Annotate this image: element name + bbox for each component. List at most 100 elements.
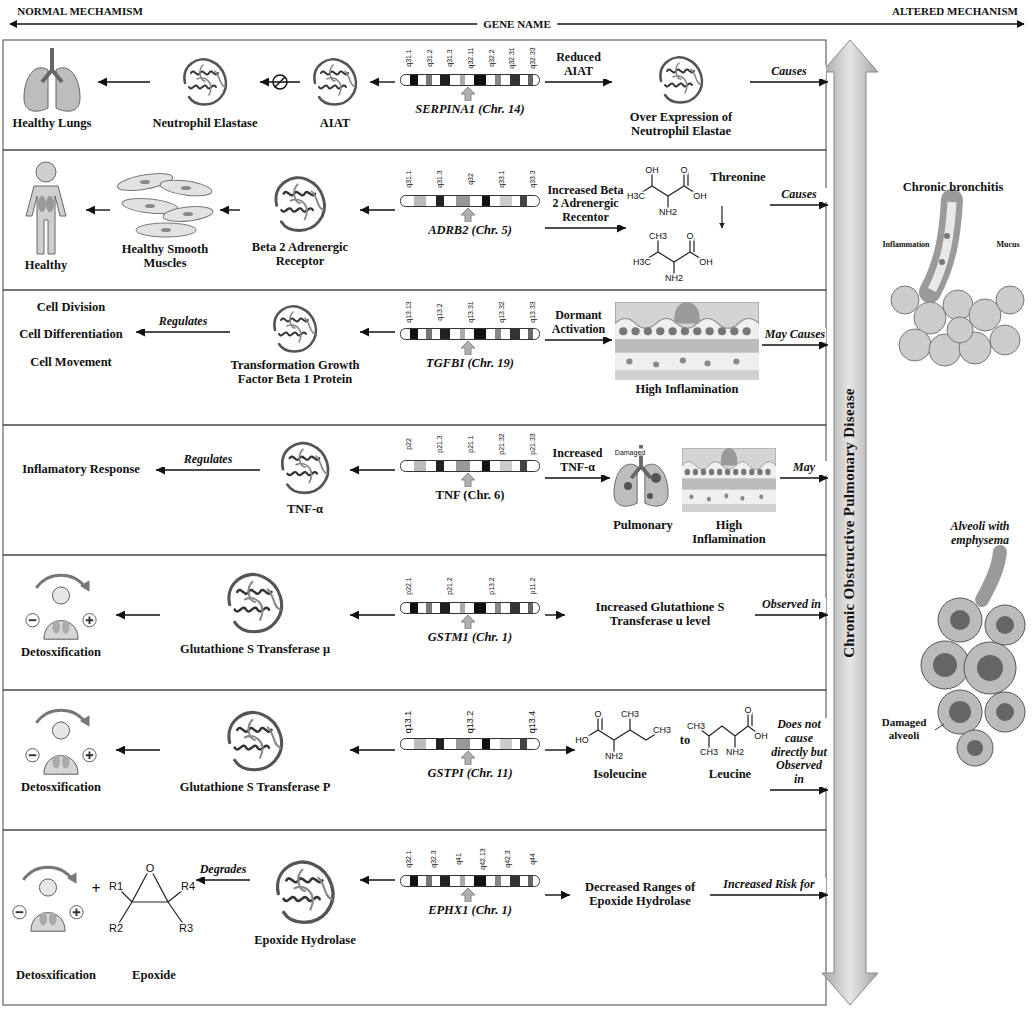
illustration-part [950, 610, 970, 630]
band-label: q32.3 [429, 850, 436, 868]
illustration-part [935, 724, 944, 730]
node-text: Damaged alveoli [876, 716, 932, 741]
band-label: p21.32 [498, 433, 505, 454]
mechanism-node: Neutrophil Elastase [150, 46, 260, 130]
illustration-part [401, 603, 540, 614]
band-label: q13.2 [436, 303, 443, 321]
illustration-part [696, 710, 761, 752]
band-label: p22.1 [405, 577, 412, 595]
edge-label: Dormant Activation [547, 309, 610, 337]
illustration-part [461, 208, 475, 222]
mechanism-node: Healthy Lungs [6, 46, 98, 130]
edge-label: Reduced AIAT [547, 51, 610, 79]
illustration-part [278, 862, 333, 922]
mechanism-node: Inflamatory Response [6, 462, 156, 476]
band-label: q31.1 [405, 49, 412, 67]
mechanism-node: Alveoli with emphysemaDamaged alveoli [876, 520, 1030, 782]
illustration-part [183, 212, 193, 216]
illustration-part [461, 341, 475, 355]
illustration-part [314, 59, 356, 104]
band-label: q32.33 [529, 47, 536, 68]
arrow-connector [762, 344, 828, 345]
atom-label: O [743, 706, 752, 715]
arrow-connector [156, 469, 260, 470]
atom-label: OH [644, 166, 660, 175]
node-text: TNF-α [260, 502, 350, 516]
illustration-part [461, 888, 475, 902]
node-text: Mucus [986, 240, 1030, 249]
illustration-part [229, 574, 282, 631]
edge-label: Observed in [757, 598, 826, 612]
illustration-part [161, 228, 171, 232]
illustration-part [990, 325, 1020, 355]
node-text: Inflammation [876, 240, 936, 249]
illustration-part [401, 876, 540, 887]
band-label: q13.4 [528, 711, 537, 734]
atom-label: NH2 [664, 274, 684, 283]
gene-name: ADRB2 (Chr. 5) [395, 223, 545, 237]
atom-label: NH2 [604, 752, 624, 761]
node-text: Isoleucine [575, 767, 665, 781]
illustration-part [26, 575, 96, 639]
reaction-arrow [722, 206, 723, 228]
band-label: q31.3 [446, 49, 453, 67]
arrow-connector [710, 894, 828, 895]
atom-label: CH3 [620, 710, 640, 719]
atom-label: CH3 [652, 726, 672, 735]
illustration-part [647, 493, 653, 499]
node-text: Glutathione S Transferase P [160, 780, 350, 794]
illustration-part [947, 317, 973, 343]
mechanism-node: Increased Glutathione S Transferase u le… [565, 600, 755, 629]
gene-name: GSTM1 (Chr. 1) [395, 630, 545, 644]
edge-label: Causes [752, 65, 826, 79]
gene-node: GSTM1 (Chr. 1) [395, 572, 545, 644]
illustration-part [3, 690, 826, 830]
arrow-connector [370, 81, 395, 82]
illustration-part [461, 751, 475, 765]
atom-label: R4 [180, 881, 196, 892]
illustration-part [116, 868, 188, 928]
node-text: Neutrophil Elastase [150, 116, 260, 130]
band-label: q42.13 [479, 848, 486, 869]
illustration-part [145, 204, 155, 208]
illustration-part [13, 867, 83, 931]
band-label: p21.2 [446, 577, 453, 595]
arrow-connector [770, 789, 828, 790]
illustration-part [3, 830, 826, 1005]
band-label: p21.3 [436, 435, 443, 453]
header-label: NORMAL MECHAMISM [17, 6, 143, 17]
mechanism-node: Decreased Ranges of Epoxide Hydrolase [570, 880, 710, 909]
band-label: q32.1 [405, 850, 412, 868]
edge-label: Degrades [195, 863, 251, 877]
illustration-part [582, 714, 662, 756]
illustration-part [162, 204, 213, 223]
node-text: to [675, 733, 695, 747]
band-label: q32 [467, 173, 474, 185]
mechanism-node: Detosxification [6, 565, 116, 659]
illustration-part [401, 75, 540, 86]
mechanism-node: Over Expression of Neutrophil Elastae [612, 46, 750, 139]
atom-label: OH [753, 732, 769, 741]
band-label: q44 [529, 853, 536, 865]
illustration-part [938, 598, 982, 642]
mechanism-node: Healthy Smooth Muscles [110, 168, 220, 271]
gene-name: SERPINA1 (Chr. 14) [395, 102, 545, 116]
molecule-bonds [116, 170, 761, 928]
arrow-connector [545, 749, 575, 750]
arrow-connector [545, 227, 626, 228]
arrow-connector [750, 81, 828, 82]
gene-name: TGFBI (Chr. 19) [395, 356, 545, 370]
illustration-part [136, 223, 196, 237]
mechanism-node: Transformation Growth Factor Beta 1 Prot… [230, 296, 360, 387]
edge-label: Increased TNF-α [547, 447, 608, 475]
illustration-part [159, 177, 212, 198]
mechanism-node: Detosxification+Epoxide [6, 840, 196, 1002]
detox-icons [13, 575, 96, 931]
illustration-part [651, 473, 661, 483]
gene-name: EPHX1 (Chr. 1) [395, 903, 545, 917]
illustration-part [26, 186, 66, 254]
atom-label: R1 [108, 881, 124, 892]
